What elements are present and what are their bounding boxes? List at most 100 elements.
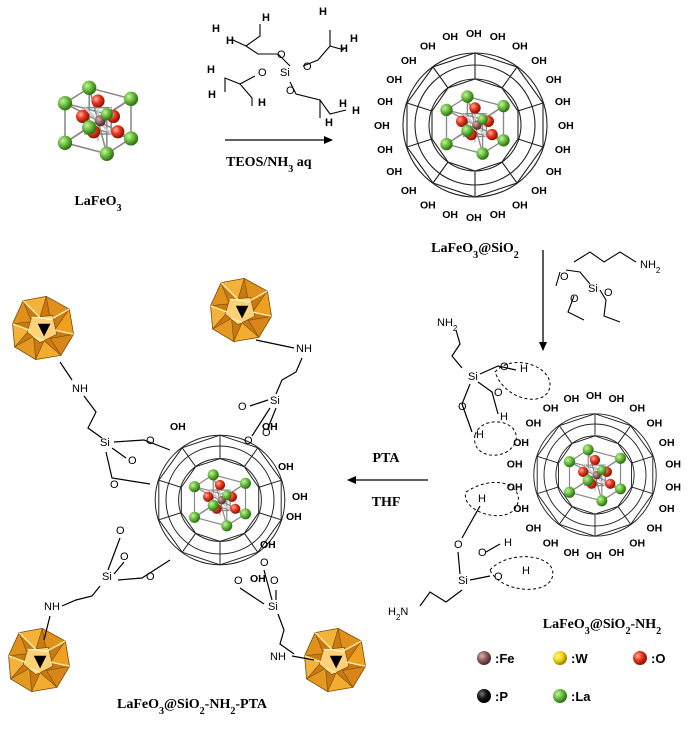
hydroxyl-group-label: OH	[386, 166, 402, 178]
hydroxyl-group-label: OH	[629, 537, 645, 549]
bond-line	[61, 585, 101, 607]
oxygen-atom-label: O	[146, 571, 155, 583]
hydroxyl-group-label: OH	[386, 74, 402, 86]
hydroxyl-group-label: OH	[377, 96, 393, 108]
hydroxyl-group-label: OH	[250, 573, 266, 585]
hydrogen-atom-label: H	[504, 537, 512, 549]
hydrogen-atom-label: H	[262, 12, 270, 24]
hydroxyl-group-label: OH	[466, 28, 482, 40]
hydroxyl-group-label: OH	[442, 209, 458, 221]
silicon-atom-label: Si	[102, 571, 112, 583]
hydroxyl-group-label: OH	[513, 437, 529, 449]
oxygen-atom-label: O	[244, 435, 253, 447]
hydroxyl-group-label: OH	[555, 144, 571, 156]
hydroxyl-group-label: OH	[286, 511, 302, 523]
hydrogen-atom-label: H	[339, 98, 347, 110]
hydroxyl-group-label: OH	[609, 547, 625, 559]
silicon-atom-label: Si	[270, 395, 280, 407]
lafeo3-core	[188, 468, 252, 533]
legend-swatch	[477, 689, 491, 703]
legend-swatch	[553, 651, 567, 665]
bond-line	[105, 451, 151, 485]
oxygen-atom-label: O	[116, 525, 125, 537]
oxygen-atom-label: O	[560, 271, 569, 283]
bond-line	[249, 399, 269, 407]
bond-line	[461, 383, 473, 433]
bond-line	[239, 587, 265, 605]
hydrogen-bond-ellipse	[489, 556, 554, 590]
hydroxyl-group-label: OH	[586, 390, 602, 402]
oxygen-atom-label: O	[258, 67, 267, 79]
bond-line	[567, 295, 585, 321]
hydroxyl-group-label: OH	[543, 403, 559, 415]
hydrogen-atom-label: H	[212, 23, 220, 35]
hydroxyl-group-label: OH	[278, 461, 294, 473]
oxygen-atom-label: O	[478, 547, 487, 559]
bond-line	[479, 365, 517, 375]
hydrogen-bond-ellipse	[474, 421, 517, 456]
bond-line	[245, 45, 278, 55]
lafeo3-core	[439, 89, 511, 161]
oxygen-atom-label: O	[260, 557, 269, 569]
hydroxyl-group-label: OH	[555, 96, 571, 108]
bond-line	[277, 53, 291, 67]
hydrogen-atom-label: H	[319, 6, 327, 18]
oxygen-atom-label: O	[238, 401, 247, 413]
bond-line	[565, 269, 591, 285]
bond-line	[599, 289, 621, 323]
oxygen-atom-label: O	[303, 61, 312, 73]
bond-line	[83, 395, 103, 439]
bond-line	[111, 447, 127, 459]
bond-line	[469, 575, 491, 581]
amine-group-label: H2N	[388, 606, 408, 622]
hydrogen-atom-label: H	[258, 97, 266, 109]
bond-line	[113, 439, 171, 451]
hydroxyl-group-label: OH	[420, 40, 436, 52]
bond-line	[419, 589, 463, 607]
bond-line	[239, 83, 253, 106]
oxygen-atom-label: O	[110, 479, 119, 491]
hydrogen-atom-label: H	[325, 117, 333, 129]
bond-line	[291, 655, 315, 661]
hydroxyl-group-label: OH	[564, 547, 580, 559]
hydrogen-atom-label: H	[226, 35, 234, 47]
hydrogen-atom-label: H	[350, 33, 358, 45]
legend-label: :W	[571, 651, 588, 666]
hydroxyl-group-label: OH	[374, 120, 390, 132]
bond-line	[277, 613, 295, 655]
hydroxyl-group-label: OH	[609, 393, 625, 405]
hydrogen-bond-ellipse	[494, 362, 551, 400]
pta-cluster	[7, 627, 71, 693]
hydroxyl-group-label: OH	[543, 537, 559, 549]
hydroxyl-group-label: OH	[442, 31, 458, 43]
amine-linker-label: NH	[270, 651, 286, 663]
teos-reagent-label: TEOS/NH3 aq	[226, 155, 312, 175]
lafeo3-core	[563, 443, 627, 508]
bond-line	[457, 551, 461, 575]
hydroxyl-group-label: OH	[401, 55, 417, 67]
bond-line	[251, 407, 271, 437]
bond-line	[43, 615, 51, 641]
bond-line	[573, 251, 637, 263]
hydrogen-atom-label: H	[500, 411, 508, 423]
hydroxyl-group-label: OH	[665, 481, 681, 493]
hydrogen-atom-label: H	[522, 565, 530, 577]
pta-reagent-label: PTA	[373, 451, 401, 466]
hydroxyl-group-label: OH	[647, 418, 663, 430]
bond-line	[255, 339, 295, 349]
lafeo3-sio2-nh2-pta-label: LaFeO3@SiO2-NH2-PTA	[117, 697, 268, 717]
oxygen-atom-label: O	[494, 387, 503, 399]
hydrogen-atom-label: H	[208, 89, 216, 101]
hydroxyl-group-label: OH	[513, 503, 529, 515]
hydroxyl-group-label: OH	[262, 421, 278, 433]
hydrogen-atom-label: H	[520, 363, 528, 375]
bond-line	[232, 24, 261, 47]
hydrogen-atom-label: H	[340, 43, 348, 55]
hydroxyl-group-label: OH	[292, 491, 308, 503]
hydroxyl-group-label: OH	[260, 539, 276, 551]
silicon-atom-label: Si	[100, 437, 110, 449]
bond-line	[113, 561, 125, 575]
oxygen-atom-label: O	[494, 571, 503, 583]
silicon-atom-label: Si	[468, 371, 478, 383]
